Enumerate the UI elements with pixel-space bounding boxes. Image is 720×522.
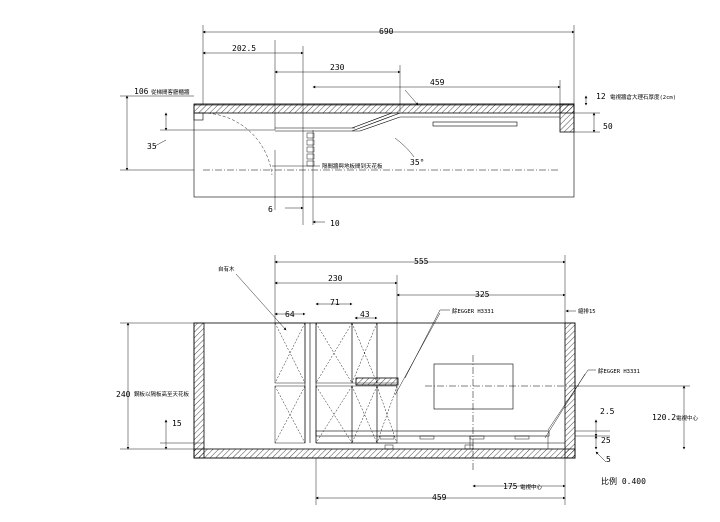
dim-106: 106	[134, 87, 149, 96]
note-175: 電視中心	[520, 483, 543, 491]
drawer-handles	[379, 435, 549, 450]
dim-240: 240	[116, 390, 131, 399]
scale-note: 比例 0.400	[601, 476, 646, 486]
dim-43: 43	[360, 310, 370, 319]
dim-2-5: 2.5	[600, 407, 615, 416]
dim-555: 555	[414, 257, 429, 266]
label-15-top: 縮排15	[578, 307, 596, 315]
dim-202-5: 202.5	[232, 44, 256, 53]
stacked-boxes	[306, 132, 315, 167]
dim-12: 12	[596, 92, 606, 101]
dim-5: 5	[606, 455, 611, 464]
dim-459-top: 459	[430, 78, 445, 87]
top-view-top-wall	[193, 103, 575, 114]
bottom-shelf	[315, 430, 550, 437]
label-egger-2: 餘EGGER H3331	[598, 367, 640, 375]
dim-15-left: 15	[172, 419, 182, 428]
dim-459-bottom: 459	[432, 493, 447, 502]
note-106: 從梯間客廳櫃牆	[151, 88, 190, 96]
note-120-2: 電視中心	[676, 414, 699, 422]
top-view-right-wall	[559, 103, 575, 133]
top-view-left-return	[193, 112, 204, 121]
front-view: 555 230 325 自有木 64 71 43 餘EGGER H3331 餘E…	[116, 255, 699, 505]
dim-230-top: 230	[330, 63, 345, 72]
angled-partition	[351, 112, 401, 132]
dim-120-2: 120.2	[652, 413, 676, 422]
front-right-wall	[564, 322, 576, 459]
dim-50: 50	[603, 122, 613, 131]
note-12: 電視牆倉大理石厚度(2cm)	[610, 93, 676, 101]
front-outline	[193, 322, 576, 459]
dim-6: 6	[268, 205, 273, 214]
dim-175: 175	[503, 482, 518, 491]
dim-325: 325	[475, 290, 490, 299]
tv-screen	[433, 363, 514, 410]
dim-71: 71	[330, 298, 340, 307]
dim-230-front: 230	[328, 274, 343, 283]
front-left-wall	[193, 322, 205, 459]
cabinet-columns	[274, 322, 398, 444]
door-swing	[202, 112, 273, 176]
dim-690: 690	[379, 27, 394, 36]
front-floor	[193, 448, 576, 459]
note-240: 鋼板以隔板高至天花板	[134, 390, 190, 398]
tv-shelf	[432, 121, 518, 127]
dim-64: 64	[285, 310, 295, 319]
top-view: 690 202.5 230 459 106 從梯間客廳櫃牆 35 12 電視牆倉…	[120, 25, 676, 228]
label-topleft: 自有木	[218, 265, 235, 273]
egger-shelf	[355, 377, 399, 386]
label-egger-1: 餘EGGER H3331	[452, 307, 494, 315]
dim-10: 10	[330, 219, 340, 228]
angle-35: 35°	[410, 158, 424, 167]
note-mid: 隔間牆與地板間到天花板	[322, 162, 383, 170]
dim-35: 35	[147, 142, 157, 151]
dim-25: 25	[601, 436, 611, 445]
